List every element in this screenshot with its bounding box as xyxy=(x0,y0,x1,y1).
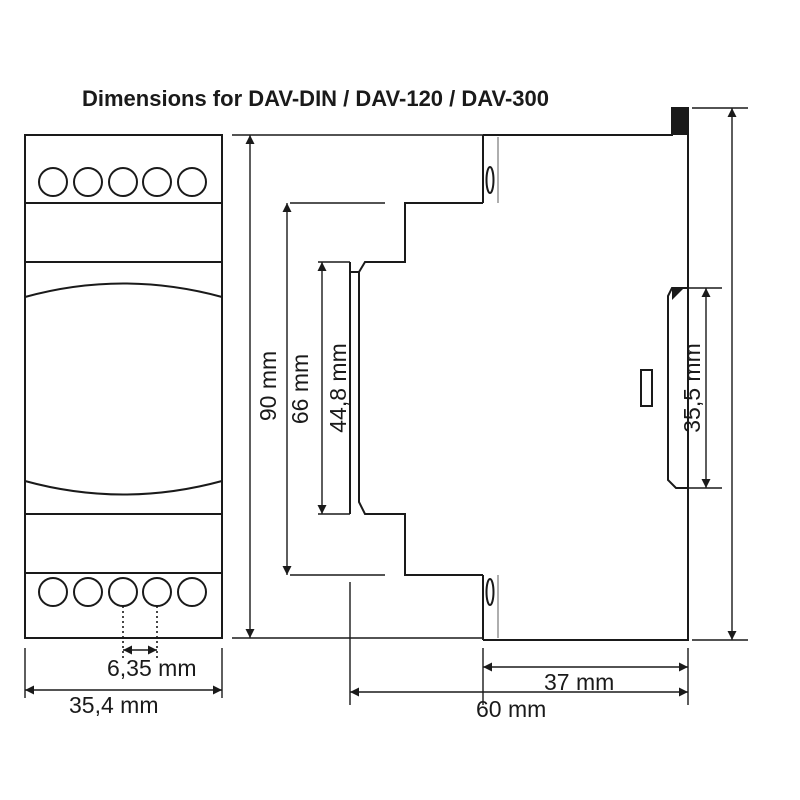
terminal-screw xyxy=(142,167,172,197)
terminal-screw xyxy=(73,167,103,197)
height-mid-label: 66 mm xyxy=(287,354,313,424)
terminal-screw xyxy=(177,577,207,607)
side-view xyxy=(232,107,748,641)
drawing-title: Dimensions for DAV-DIN / DAV-120 / DAV-3… xyxy=(82,86,549,111)
din-rail-profile xyxy=(349,262,359,514)
terminal-screw xyxy=(73,577,103,607)
front-outline xyxy=(24,134,223,639)
terminal-pitch-label: 6,35 mm xyxy=(107,655,196,681)
terminal-screw xyxy=(108,167,138,197)
terminal-screw xyxy=(38,167,68,197)
side-slot xyxy=(640,369,653,407)
front-view xyxy=(24,134,223,658)
depth-total-label: 60 mm xyxy=(476,696,546,722)
front-dimensions: 6,35 mm 35,4 mm xyxy=(24,645,223,718)
side-body-profile xyxy=(358,202,483,576)
terminal-row-bottom xyxy=(38,577,207,607)
side-horizontal-dimensions: 37 mm 60 mm xyxy=(349,582,689,722)
height-side-label: 35,5 mm xyxy=(679,343,705,432)
side-vertical-dimensions: 90 mm 66 mm 44,8 mm 35,5 mm xyxy=(245,108,737,640)
front-width-label: 35,4 mm xyxy=(69,692,158,718)
terminal-screw xyxy=(108,577,138,607)
terminal-screw xyxy=(38,577,68,607)
terminal-row-top xyxy=(38,167,207,197)
side-top-clip xyxy=(672,108,688,135)
terminal-screw xyxy=(177,167,207,197)
side-housing-outline xyxy=(483,107,689,641)
height-rail-label: 44,8 mm xyxy=(325,343,351,432)
side-screw-bottom xyxy=(485,578,495,606)
depth-partial-label: 37 mm xyxy=(544,669,614,695)
front-cover-arc-top xyxy=(24,282,223,298)
side-screw-top xyxy=(485,166,495,194)
height-total-label: 90 mm xyxy=(255,351,281,421)
front-cover-arc-bottom xyxy=(24,480,223,496)
terminal-screw xyxy=(142,577,172,607)
